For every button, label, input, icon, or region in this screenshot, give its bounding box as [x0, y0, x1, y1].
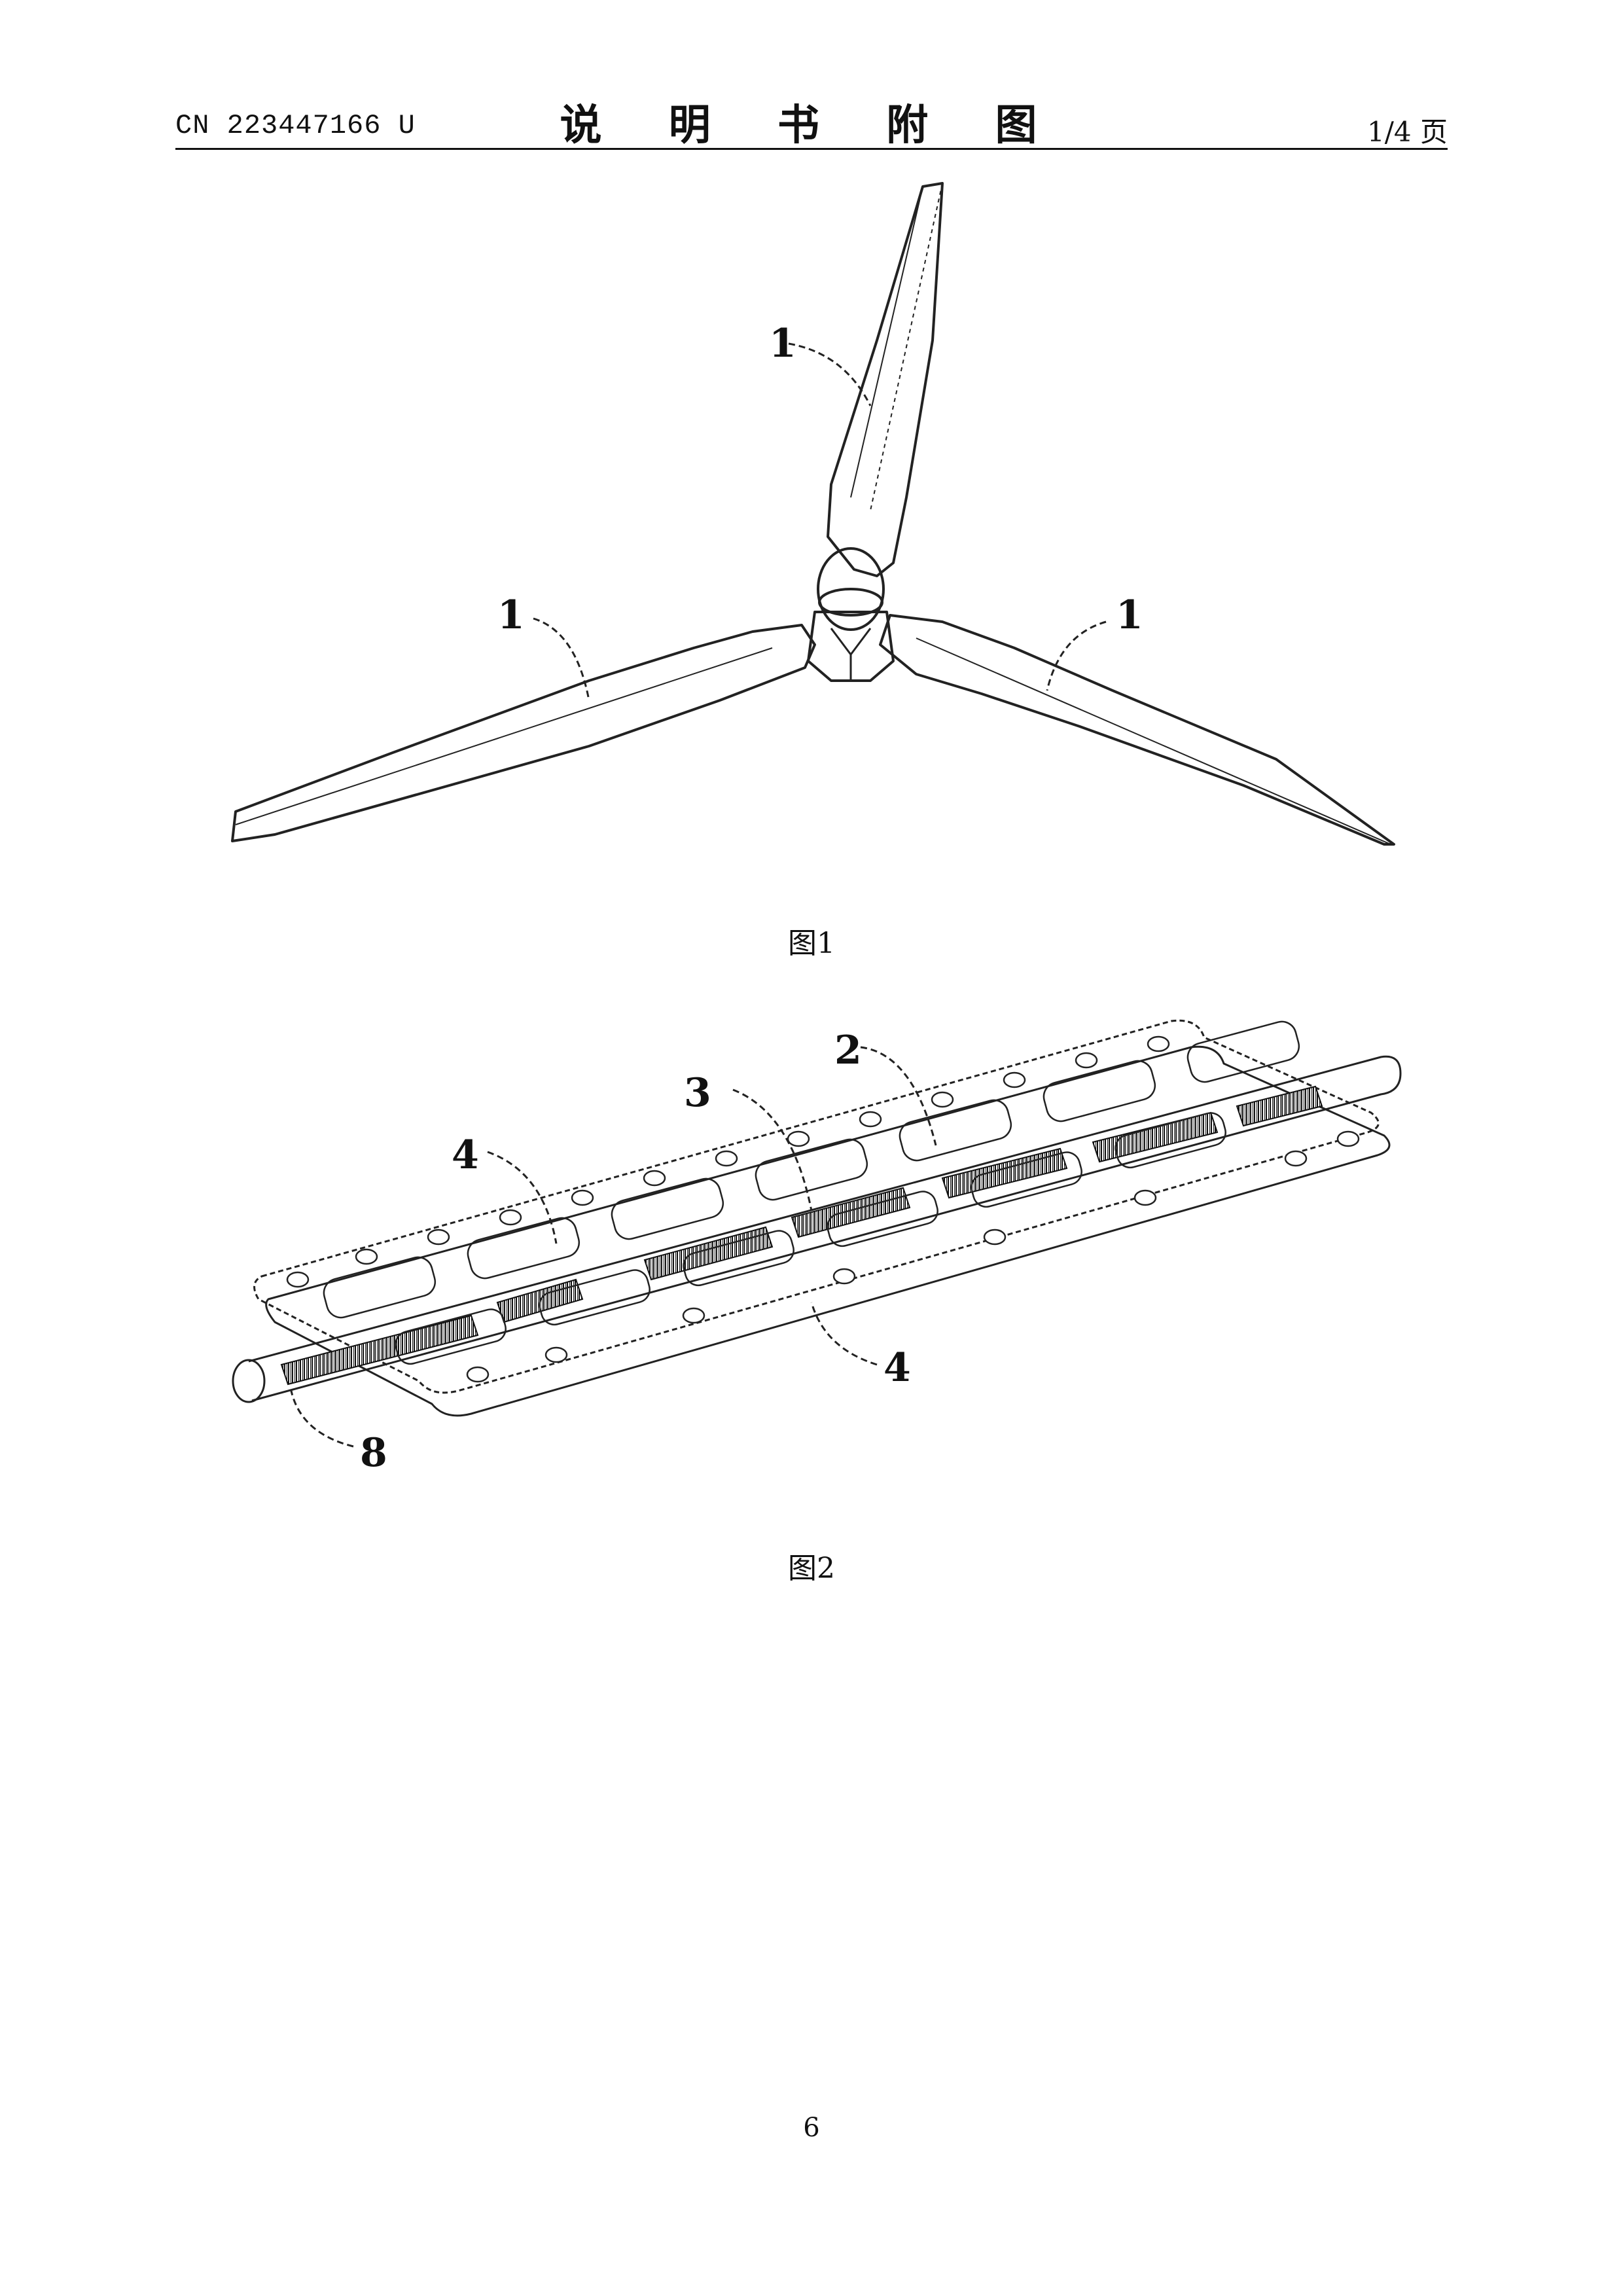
figure-1-caption: 图1: [0, 920, 1623, 961]
figure-2-label-3: 3: [684, 1070, 711, 1116]
figure-1-label-1-left: 1: [497, 592, 525, 638]
figure-1-wind-turbine-rotor: 1 1 1: [0, 170, 1623, 1047]
figure-2-label-8: 8: [360, 1430, 387, 1473]
blade-top: [828, 183, 942, 576]
blade-right: [880, 615, 1394, 844]
figure-2-caption: 图2: [0, 1545, 1623, 1587]
strip-3: [792, 1188, 910, 1237]
page-number: 6: [0, 2113, 1623, 2143]
figure-2-label-4-top: 4: [452, 1132, 479, 1178]
figure-2-panel-assembly: 2 3 4 4 8: [0, 1001, 1623, 1473]
figure-2-label-4-bottom: 4: [883, 1345, 911, 1391]
header-rule: [175, 148, 1448, 150]
blade-left: [232, 625, 815, 841]
figure-2-label-2: 2: [834, 1028, 862, 1073]
strip-5: [1093, 1113, 1217, 1162]
page-count: 1/4 页: [1367, 110, 1448, 150]
figure-1-label-1-right: 1: [1116, 592, 1143, 638]
figure-1-label-1-top: 1: [769, 321, 796, 367]
